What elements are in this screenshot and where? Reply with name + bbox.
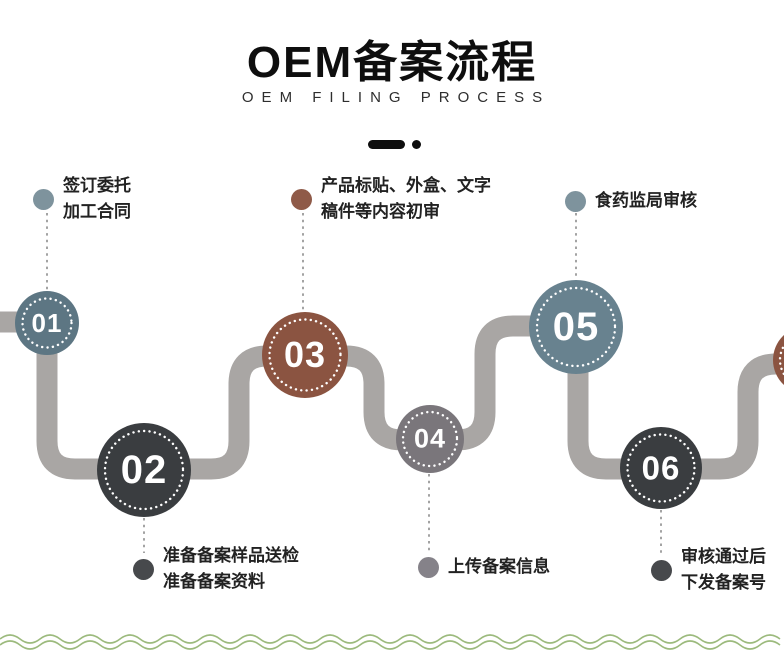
step-circle-ring-06 [626,433,696,503]
page-subtitle: OEM FILING PROCESS [241,89,551,106]
step-marker-dot-06 [651,559,672,581]
step-circle-ring-01 [21,297,73,349]
step-circle-06 [620,427,702,509]
step-marker-dot-04 [418,556,439,578]
step-label-text: 签订委托 [63,176,131,195]
step-circle-next-partial [773,334,784,386]
title-underline-dash-icon [368,140,405,149]
step-label-text: 食药监局审核 [595,191,697,210]
step-circle-01 [15,291,79,355]
step-label-02: 准备备案样品送检 准备备案资料 [133,543,299,595]
step-marker-dot-02 [133,558,154,580]
step-circle-ring-04 [401,410,459,468]
step-label-text: 下发备案号 [681,573,766,592]
step-label-text: 准备备案资料 [163,572,265,591]
title-underline-dot-icon [412,140,421,149]
step-label-text: 加工合同 [63,202,131,221]
step-label-05: 食药监局审核 [565,188,697,214]
page-title: OEM备案流程 [246,38,538,87]
wave-border-bottom-line [0,640,781,650]
step-label-06: 审核通过后 下发备案号 [651,544,766,596]
step-number-01: 01 [31,308,63,338]
step-circle-ring-02 [103,429,185,511]
step-circle-05 [529,280,623,374]
step-number-06: 06 [641,449,681,487]
step-number-04: 04 [413,423,447,454]
step-circle-03 [262,312,348,398]
step-label-text: 审核通过后 [681,547,766,566]
wave-border [0,634,781,650]
step-marker-dot-05 [565,190,586,212]
step-number-03: 03 [283,334,327,375]
step-circle-02 [97,423,191,517]
step-circle-ring-05 [535,286,617,368]
step-label-04: 上传备案信息 [418,554,550,580]
step-label-03: 产品标贴、外盒、文字 稿件等内容初审 [291,173,491,225]
step-number-05: 05 [552,305,600,349]
step-label-text: 上传备案信息 [448,557,550,576]
step-label-text: 准备备案样品送检 [163,546,299,565]
wave-border-top-line [0,634,781,644]
step-marker-dot-01 [33,188,54,210]
step-marker-dot-03 [291,188,312,210]
step-number-02: 02 [120,448,168,492]
step-label-text: 稿件等内容初审 [321,202,440,221]
step-label-text: 产品标贴、外盒、文字 [321,176,491,195]
step-circle-04 [396,405,464,473]
step-label-01: 签订委托 加工合同 [33,173,131,225]
step-circle-ring-03 [268,318,342,392]
